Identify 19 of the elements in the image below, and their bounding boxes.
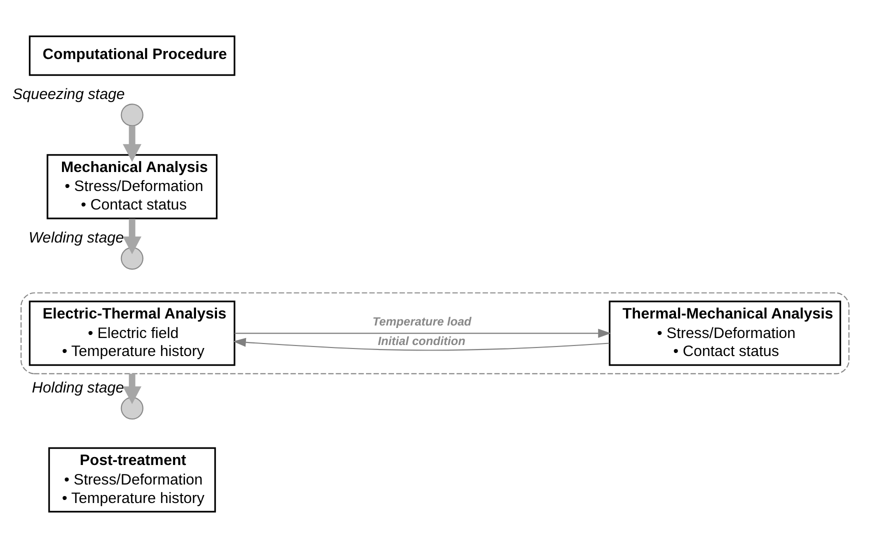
node-circle — [120, 103, 144, 126]
arrow — [122, 373, 142, 404]
edge-label: Temperature load — [372, 314, 472, 328]
arrow — [122, 126, 142, 162]
node-circle — [120, 246, 144, 270]
node-label: Welding stage — [28, 228, 124, 246]
arrow — [232, 337, 610, 350]
node-circle — [120, 396, 144, 420]
node-box: Post-treatment • Stress/Deformation • Temperature history — [48, 446, 216, 512]
cluster — [20, 292, 850, 374]
node-box: Electric-Thermal Analysis • Electric field • Temperature history — [28, 300, 236, 366]
edge-label: Initial condition — [378, 333, 466, 348]
node-box: Computational Procedure — [28, 35, 236, 76]
node-box: Thermal-Mechanical Analysis • Stress/Deformation • Contact status — [608, 300, 842, 366]
arrow — [234, 328, 612, 338]
node-label: Holding stage — [32, 378, 124, 396]
arrow — [122, 218, 142, 254]
node-label: Squeezing stage — [12, 86, 125, 103]
node-box: Mechanical Analysis • Stress/Deformation • Contact status — [46, 154, 218, 219]
